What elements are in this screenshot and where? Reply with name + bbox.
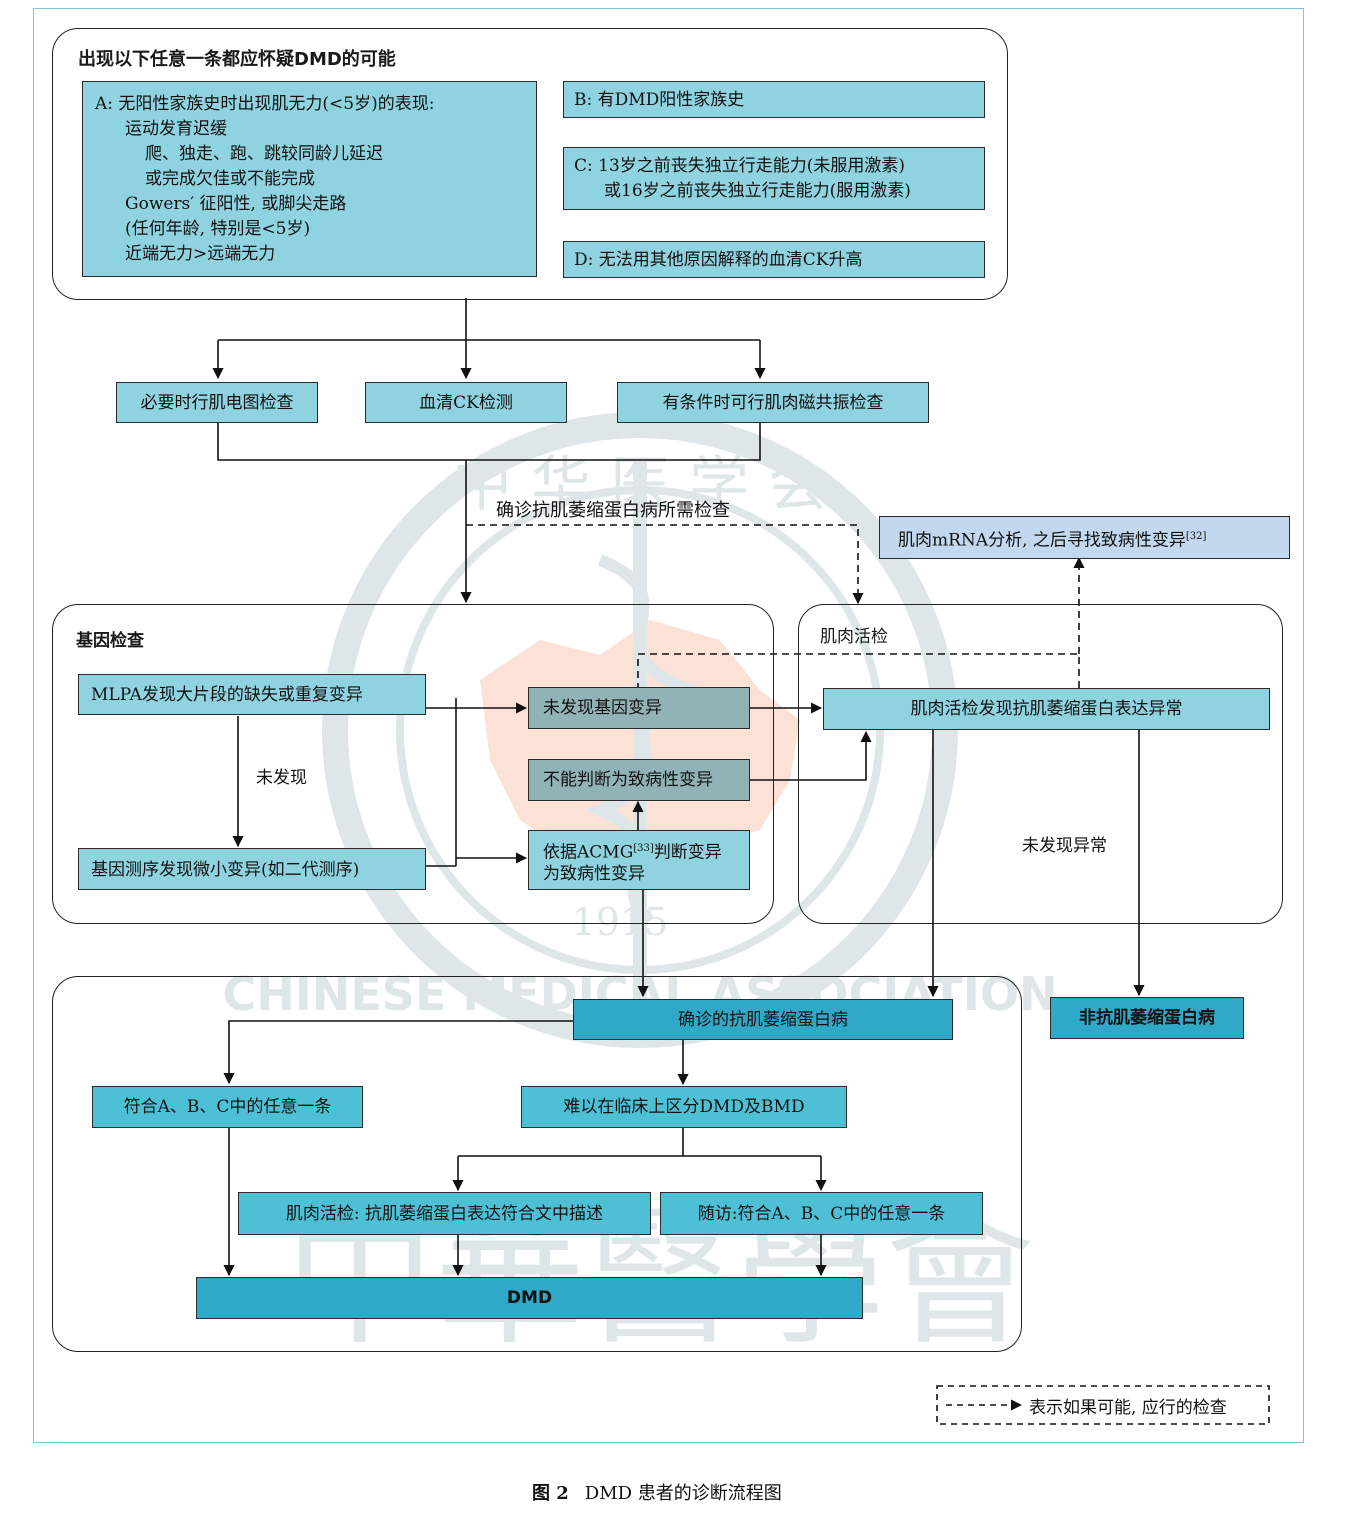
acmg-pathogenic-box: 依据ACMG[33]判断变异 为致病性变异 bbox=[528, 830, 750, 890]
biopsy-abnormal-text: 肌肉活检发现抗肌萎缩蛋白表达异常 bbox=[910, 699, 1183, 719]
legend-label: 表示如果可能, 应行的检查 bbox=[1029, 1398, 1227, 1418]
not-found-label: 未发现 bbox=[256, 768, 307, 788]
uncertain-variant-text: 不能判断为致病性变异 bbox=[543, 770, 713, 790]
abc-criteria-box: 符合A、B、C中的任意一条 bbox=[92, 1086, 363, 1128]
confirmed-dystrophinopathy-box: 确诊的抗肌萎缩蛋白病 bbox=[573, 999, 953, 1040]
dmd-bmd-hard-box: 难以在临床上区分DMD及BMD bbox=[521, 1086, 847, 1128]
biopsy-abnormal-box: 肌肉活检发现抗肌萎缩蛋白表达异常 bbox=[823, 688, 1270, 730]
figure-number: 图 2 bbox=[532, 1483, 569, 1504]
abc-criteria-text: 符合A、B、C中的任意一条 bbox=[123, 1097, 332, 1117]
sequencing-box: 基因测序发现微小变异(如二代测序) bbox=[78, 848, 426, 890]
criterion-c-box: C: 13岁之前丧失独立行走能力(未服用激素) 或16岁之前丧失独立行走能力(服… bbox=[563, 147, 985, 210]
criterion-a-line-6: (任何年龄, 特别是<5岁) bbox=[125, 219, 311, 239]
confirm-tests-label: 确诊抗肌萎缩蛋白病所需检查 bbox=[496, 500, 730, 521]
dmd-box: DMD bbox=[196, 1277, 863, 1319]
criterion-a-box: A: 无阳性家族史时出现肌无力(<5岁)的表现: 运动发育迟缓 爬、独走、跑、跳… bbox=[82, 81, 537, 277]
criterion-a-line-7: 近端无力>远端无力 bbox=[125, 244, 276, 264]
mri-test-box: 有条件时可行肌肉磁共振检查 bbox=[617, 382, 929, 423]
criteria-title: 出现以下任意一条都应怀疑DMD的可能 bbox=[78, 49, 396, 70]
biopsy-match-text: 肌肉活检: 抗肌萎缩蛋白表达符合文中描述 bbox=[285, 1203, 604, 1224]
biopsy-group bbox=[798, 604, 1283, 924]
ck-test-label: 血清CK检测 bbox=[419, 392, 513, 413]
criterion-a-line-4: 或完成欠佳或不能完成 bbox=[145, 169, 315, 189]
criterion-a-line-2: 运动发育迟缓 bbox=[125, 119, 227, 139]
acmg-line-2: 为致病性变异 bbox=[543, 864, 645, 884]
figure-caption: 图 2 DMD 患者的诊断流程图 bbox=[532, 1479, 782, 1505]
uncertain-variant-box: 不能判断为致病性变异 bbox=[528, 759, 750, 801]
followup-text: 随访:符合A、B、C中的任意一条 bbox=[697, 1203, 946, 1224]
no-abnormality-label: 未发现异常 bbox=[1022, 836, 1107, 856]
criterion-a-line-1: A: 无阳性家族史时出现肌无力(<5岁)的表现: bbox=[95, 94, 435, 114]
mri-test-label: 有条件时可行肌肉磁共振检查 bbox=[662, 392, 884, 413]
criterion-c-line-1: C: 13岁之前丧失独立行走能力(未服用激素) bbox=[574, 156, 906, 176]
diagnosis-group bbox=[52, 976, 1022, 1352]
criteria-group bbox=[52, 28, 1008, 300]
dmd-text: DMD bbox=[506, 1288, 553, 1308]
criterion-b-box: B: 有DMD阳性家族史 bbox=[563, 81, 985, 118]
acmg-ref: [33] bbox=[633, 843, 654, 854]
criterion-d-text: D: 无法用其他原因解释的血清CK升高 bbox=[574, 250, 863, 270]
mlpa-box: MLPA发现大片段的缺失或重复变异 bbox=[78, 674, 426, 715]
genetic-title: 基因检查 bbox=[76, 631, 144, 651]
dmd-bmd-hard-text: 难以在临床上区分DMD及BMD bbox=[563, 1097, 805, 1117]
mrna-analysis-text: 肌肉mRNA分析, 之后寻找致病性变异 bbox=[898, 530, 1186, 551]
non-dystrophinopathy-box: 非抗肌萎缩蛋白病 bbox=[1050, 997, 1244, 1039]
no-variant-text: 未发现基因变异 bbox=[543, 698, 662, 718]
no-variant-box: 未发现基因变异 bbox=[528, 687, 750, 729]
figure-title: DMD 患者的诊断流程图 bbox=[584, 1483, 782, 1504]
emg-test-label: 必要时行肌电图检查 bbox=[140, 392, 294, 413]
mrna-ref: [32] bbox=[1185, 531, 1207, 542]
figure-frame bbox=[33, 8, 1304, 1443]
followup-box: 随访:符合A、B、C中的任意一条 bbox=[660, 1192, 983, 1235]
emg-test-box: 必要时行肌电图检查 bbox=[116, 382, 318, 423]
sequencing-text: 基因测序发现微小变异(如二代测序) bbox=[91, 860, 360, 880]
biopsy-match-box: 肌肉活检: 抗肌萎缩蛋白表达符合文中描述 bbox=[238, 1192, 651, 1235]
criterion-a-line-3: 爬、独走、跑、跳较同龄儿延迟 bbox=[145, 144, 383, 164]
confirmed-dystrophinopathy-text: 确诊的抗肌萎缩蛋白病 bbox=[678, 1009, 848, 1030]
ck-test-box: 血清CK检测 bbox=[365, 382, 567, 423]
criterion-c-line-2: 或16岁之前丧失独立行走能力(服用激素) bbox=[604, 181, 911, 201]
criterion-d-box: D: 无法用其他原因解释的血清CK升高 bbox=[563, 241, 985, 278]
genetic-group bbox=[52, 604, 774, 924]
criterion-a-line-5: Gowers′ 征阳性, 或脚尖走路 bbox=[125, 194, 347, 214]
biopsy-title: 肌肉活检 bbox=[820, 627, 888, 647]
criterion-b-text: B: 有DMD阳性家族史 bbox=[574, 90, 745, 110]
mlpa-text: MLPA发现大片段的缺失或重复变异 bbox=[91, 685, 363, 705]
mrna-analysis-box: 肌肉mRNA分析, 之后寻找致病性变异[32] bbox=[879, 516, 1290, 559]
non-dystrophinopathy-text: 非抗肌萎缩蛋白病 bbox=[1079, 1008, 1215, 1028]
acmg-line-1: 依据ACMG[33]判断变异 bbox=[543, 842, 722, 863]
